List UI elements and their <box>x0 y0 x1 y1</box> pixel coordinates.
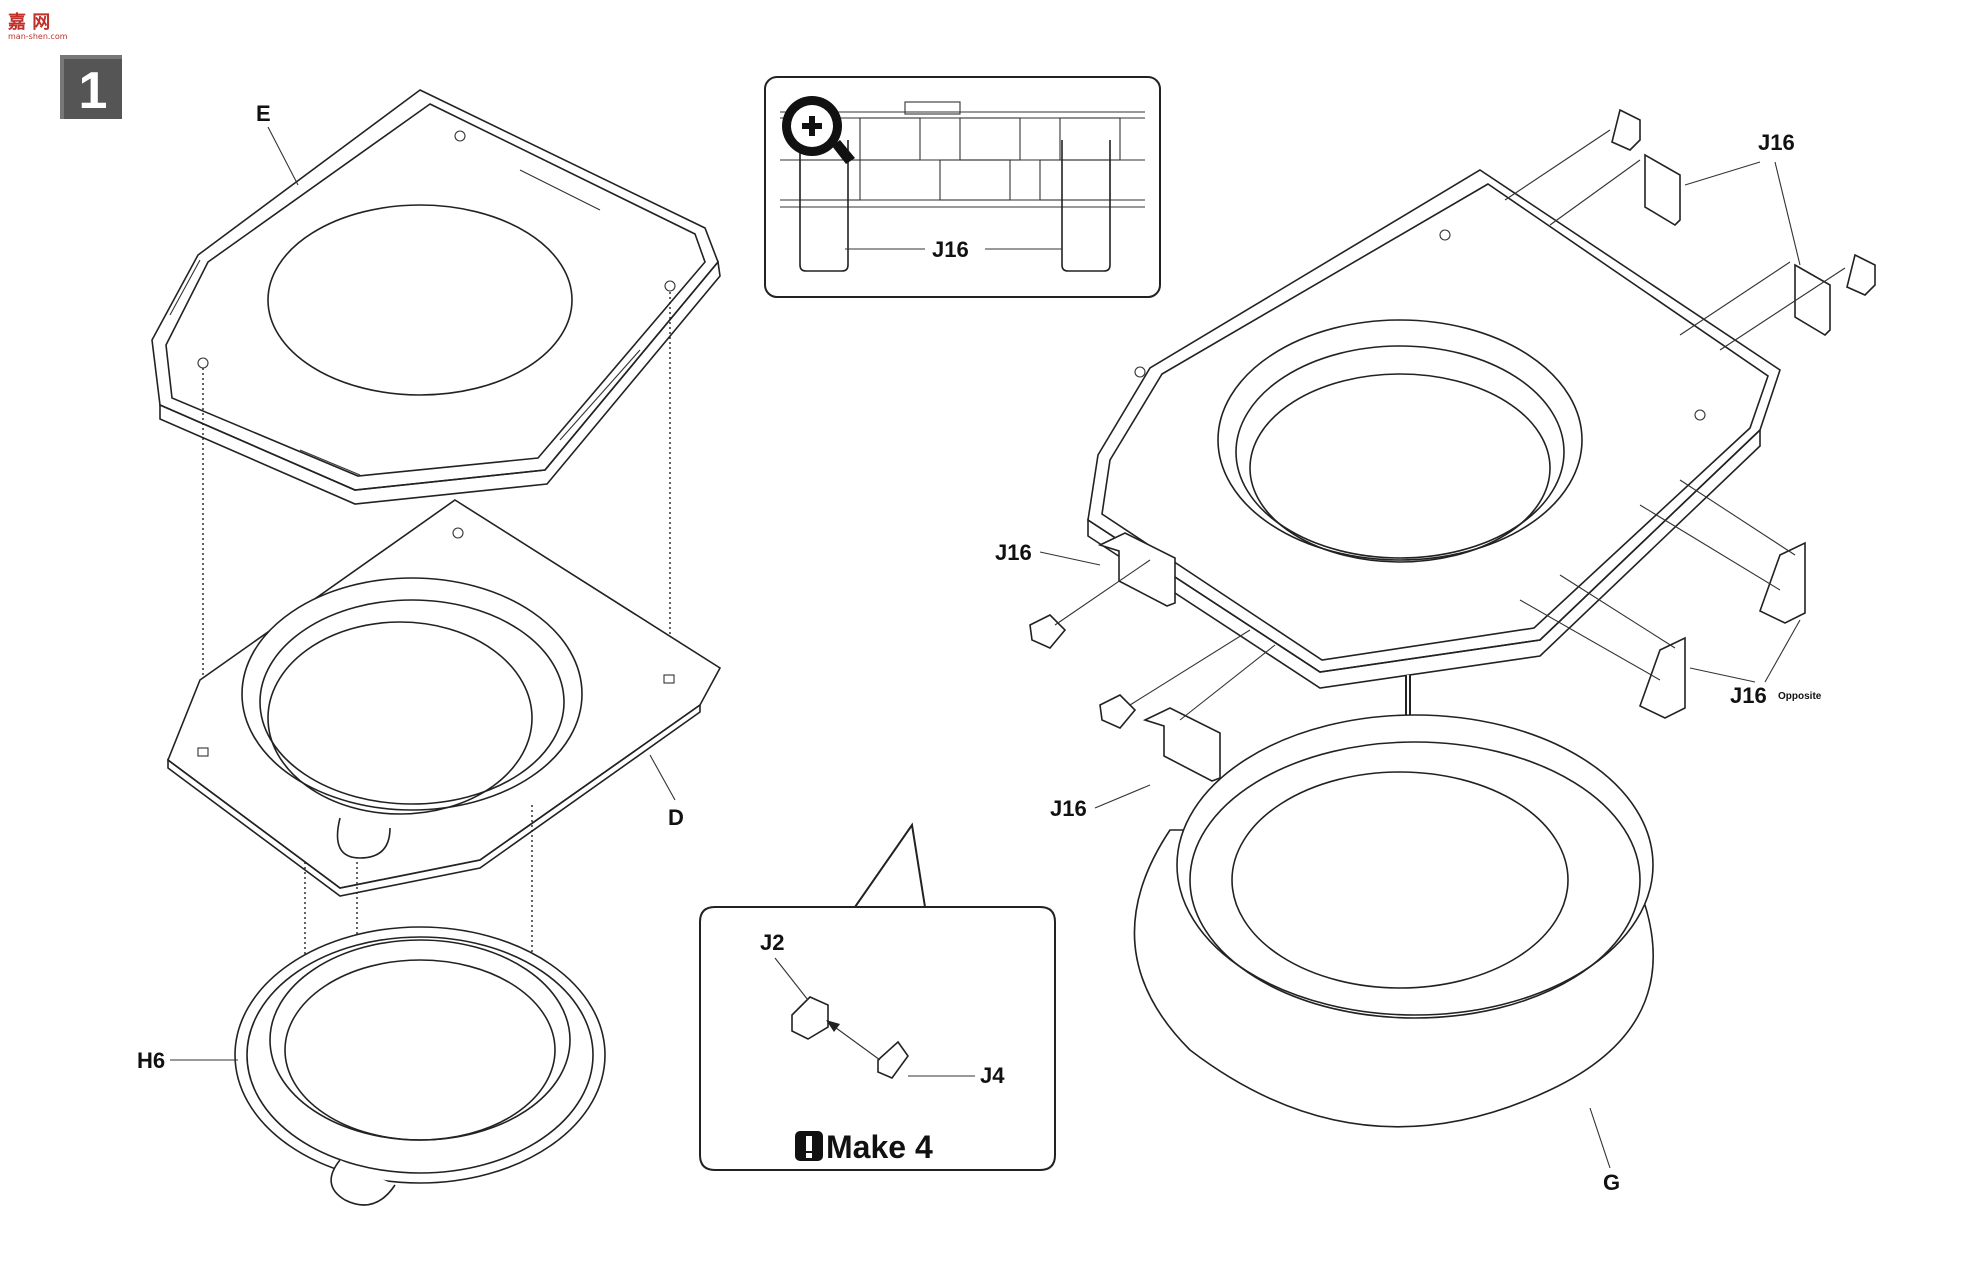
part-e-frame <box>151 89 721 505</box>
j16-bracket-top-right-2 <box>1679 253 1876 351</box>
magnifier-plus-icon <box>782 96 855 164</box>
part-d-plate <box>167 499 722 897</box>
leader-j16-left-upper <box>1039 551 1101 566</box>
part-h6-ring <box>234 926 606 1206</box>
leader-j16-left-lower <box>1094 784 1151 809</box>
leader-j16-opposite-2 <box>1689 667 1756 683</box>
leader-g <box>1589 1107 1611 1169</box>
label-j2: J2 <box>760 930 784 955</box>
leader-j16-opposite-1 <box>1764 619 1801 683</box>
watermark-text: 嘉 网 <box>7 12 50 33</box>
label-j16-left-lower: J16 <box>1050 796 1087 821</box>
leader-j16-top-right-2 <box>1774 161 1801 266</box>
label-h6: H6 <box>137 1048 165 1073</box>
watermark-subtext: man-shen.com <box>8 32 68 41</box>
label-opposite-note: Opposite <box>1778 691 1822 702</box>
leader-e <box>267 126 299 186</box>
step-number: 1 <box>79 62 108 120</box>
j16-bracket-left-lower <box>1099 629 1276 782</box>
leader-j16-top-right-1 <box>1684 161 1761 186</box>
label-j16-top-right: J16 <box>1758 130 1795 155</box>
leader-j2 <box>774 957 809 1001</box>
label-g: G <box>1603 1170 1620 1195</box>
j16-bracket-left-upper <box>1029 532 1176 649</box>
label-j16-opposite: J16 <box>1730 683 1767 708</box>
part-j4 <box>826 1020 909 1079</box>
label-j16-inset: J16 <box>932 237 969 262</box>
j16-bracket-right-2 <box>1519 574 1686 719</box>
j16-bracket-right-1 <box>1639 479 1806 624</box>
part-j2 <box>791 996 829 1040</box>
label-j4: J4 <box>980 1063 1005 1088</box>
label-e: E <box>256 101 271 126</box>
label-j16-left-upper: J16 <box>995 540 1032 565</box>
callout-box <box>699 822 1056 1171</box>
make-count-text: Make 4 <box>826 1129 933 1165</box>
label-d: D <box>668 805 684 830</box>
part-g-base <box>1133 714 1654 1128</box>
step-badge: 1 <box>60 55 122 120</box>
zoom-inset <box>764 76 1161 298</box>
exclamation-icon <box>795 1131 823 1161</box>
assembled-frame <box>1087 169 1781 689</box>
leader-d <box>649 754 676 801</box>
j16-bracket-top-right-1 <box>1504 108 1681 227</box>
watermark-logo: 嘉 网 man-shen.com <box>6 8 68 42</box>
